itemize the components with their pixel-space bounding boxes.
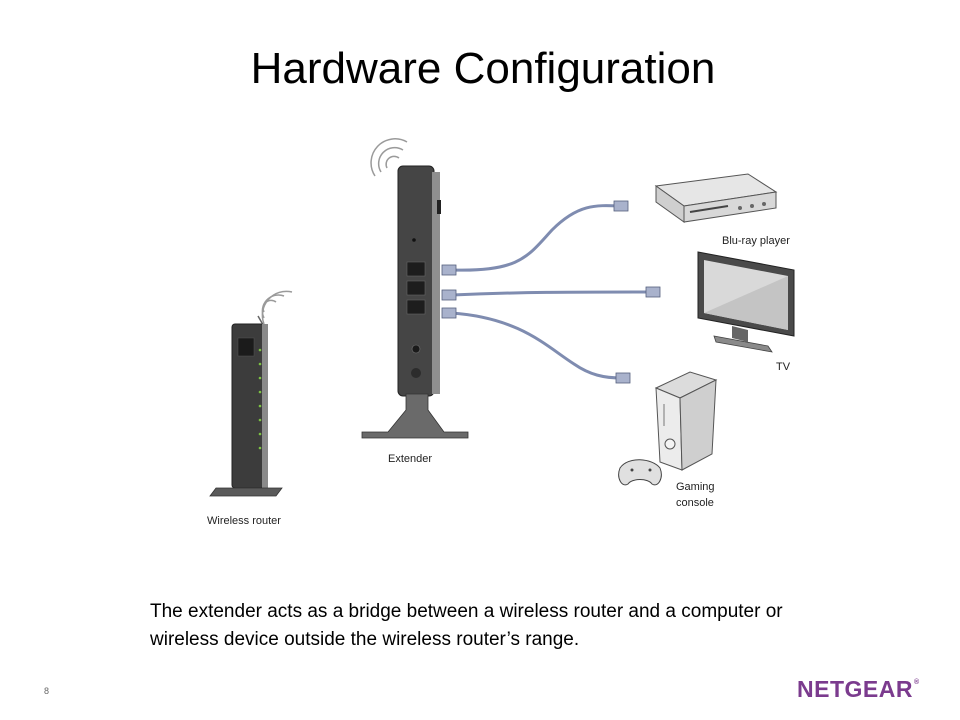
- extender-label: Extender: [388, 453, 432, 465]
- game-controller-icon: [618, 459, 662, 486]
- bluray-label: Blu-ray player: [722, 235, 790, 247]
- tv-label: TV: [776, 361, 791, 373]
- wifi-signal-icon: [261, 290, 293, 325]
- wireless-router-icon: [209, 315, 283, 497]
- wireless-router-label: Wireless router: [207, 515, 281, 527]
- bluray-player-icon: [654, 173, 778, 223]
- logo-wordmark: NETGEAR: [797, 676, 913, 702]
- ethernet-cable-icon: [450, 204, 652, 380]
- trademark-mark: ®: [913, 679, 920, 686]
- console-label-line1: Gaming: [676, 481, 715, 493]
- slide-caption: The extender acts as a bridge between a …: [150, 601, 783, 650]
- ethernet-plug-icon: [441, 200, 661, 384]
- gaming-console-icon: [654, 371, 718, 471]
- wifi-signal-icon: [370, 138, 408, 177]
- page-number: 8: [44, 686, 50, 696]
- extender-icon: [361, 165, 469, 439]
- console-label-line2: console: [676, 497, 714, 509]
- tv-icon: [697, 251, 795, 353]
- slide-title: Hardware Configuration: [250, 44, 716, 93]
- netgear-logo: NETGEAR®: [797, 676, 920, 703]
